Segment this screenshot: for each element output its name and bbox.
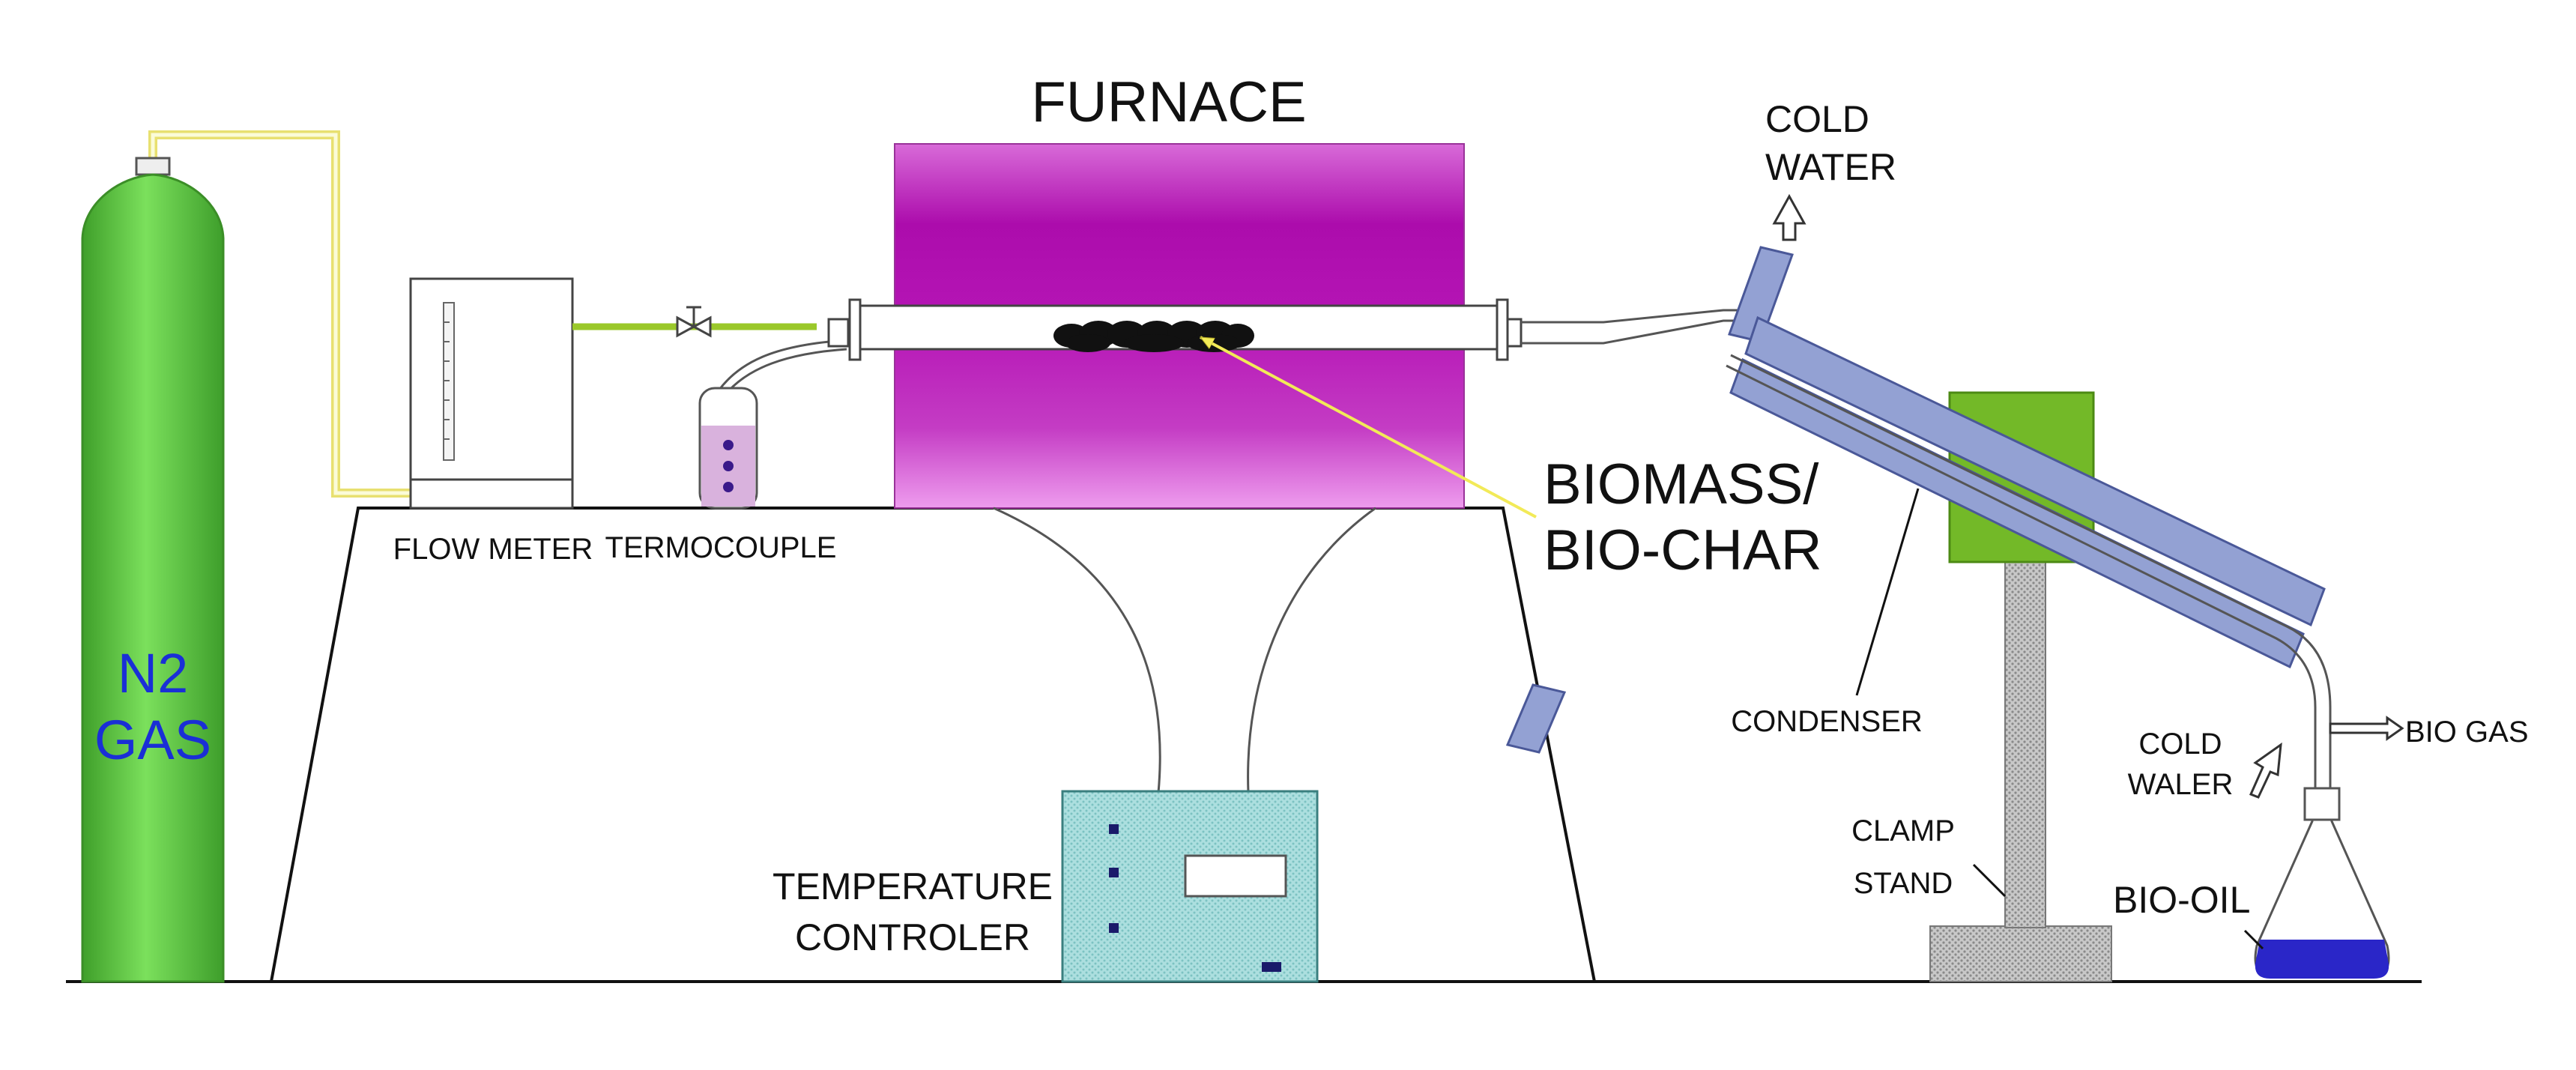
n2-gas-label-line2: GAS <box>94 709 211 771</box>
biomass-pointer <box>1200 336 1537 519</box>
gas-valve <box>676 306 712 338</box>
controller-indicator-3 <box>1109 923 1119 933</box>
furnace-label: FURNACE <box>1031 70 1306 134</box>
thermocouple-label: TERMOCOUPLE <box>605 531 837 564</box>
flow-meter <box>409 277 574 510</box>
bio-oil-label: BIO-OIL <box>2113 879 2250 921</box>
controller-indicator-1 <box>1109 824 1119 834</box>
cold-water-out-arrow <box>1772 193 1806 241</box>
bio-oil-liquid <box>2255 940 2389 979</box>
controller-cable-left <box>993 507 1161 794</box>
condenser <box>1505 246 2332 794</box>
cold-water-top-label-line2: WATER <box>1765 146 1896 188</box>
n2-gas-cylinder: N2 GAS <box>81 157 225 983</box>
cold-water-bottom-label-line1: COLD <box>2138 728 2222 761</box>
bio-oil-pointer <box>2243 929 2264 950</box>
n2-gas-label-line1: N2 <box>118 642 189 704</box>
controller-indicator-2 <box>1109 868 1119 877</box>
clamp-stand-pointer <box>1972 863 2007 898</box>
temperature-controller-label-line1: TEMPERATURE <box>773 865 1053 907</box>
controller-cable-right <box>1247 507 1376 794</box>
biomass-label-line2: BIO-CHAR <box>1544 519 1822 582</box>
cold-water-in-arrow <box>2249 742 2282 799</box>
collection-flask <box>2254 787 2390 979</box>
clamp-stand-base <box>1929 925 2112 982</box>
condenser-pointer <box>1855 488 1920 696</box>
clamp-stand-label-line1: CLAMP <box>1851 814 1955 847</box>
thermocouple-vessel <box>698 387 758 510</box>
clamp-stand-rod <box>2004 560 2046 928</box>
controller-display <box>1184 854 1287 898</box>
controller-switch <box>1262 962 1281 972</box>
cylinder-body <box>81 173 225 983</box>
thermocouple-wire <box>718 339 847 390</box>
biomass-label-line1: BIOMASS/ <box>1544 453 1819 516</box>
clamp-stand-label-line2: STAND <box>1854 867 1953 900</box>
flow-meter-ticks <box>444 321 450 440</box>
temperature-controller <box>1061 790 1319 983</box>
flow-meter-label: FLOW METER <box>393 533 593 566</box>
bio-gas-arrow <box>2329 716 2404 741</box>
condenser-jacket <box>1744 315 2326 627</box>
condenser-outlet-port <box>1505 683 1567 754</box>
condenser-label: CONDENSER <box>1731 705 1923 738</box>
bio-gas-label: BIO GAS <box>2405 716 2529 749</box>
outlet-pipe <box>1521 309 1738 324</box>
condenser-inner-tube <box>1730 354 2332 794</box>
bench <box>269 507 1597 983</box>
cold-water-top-label-line1: COLD <box>1765 98 1869 140</box>
cylinder-valve <box>135 157 171 176</box>
temperature-controller-label-line2: CONTROLER <box>795 916 1030 958</box>
flow-meter-body <box>409 277 574 510</box>
cold-water-bottom-label-line2: WALER <box>2128 768 2234 801</box>
